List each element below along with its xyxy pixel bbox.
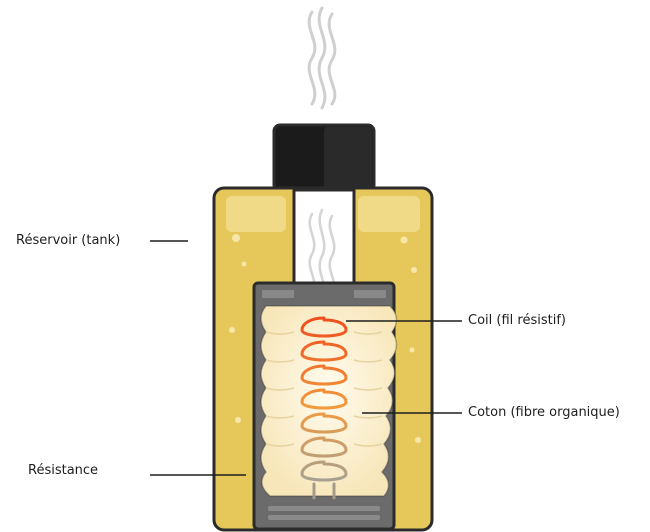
label-resistance: Résistance (28, 463, 99, 478)
label-reservoir-tank: Réservoir (tank) (16, 233, 121, 248)
coil-spiral-icon (300, 316, 348, 500)
label-coton: Coton (fibre organique) (468, 405, 620, 420)
vapor-wisps-icon (307, 6, 337, 110)
label-coil: Coil (fil résistif) (468, 313, 566, 328)
cotton-wick (260, 305, 398, 497)
leader-lines (150, 240, 462, 476)
drip-tip (272, 123, 376, 193)
